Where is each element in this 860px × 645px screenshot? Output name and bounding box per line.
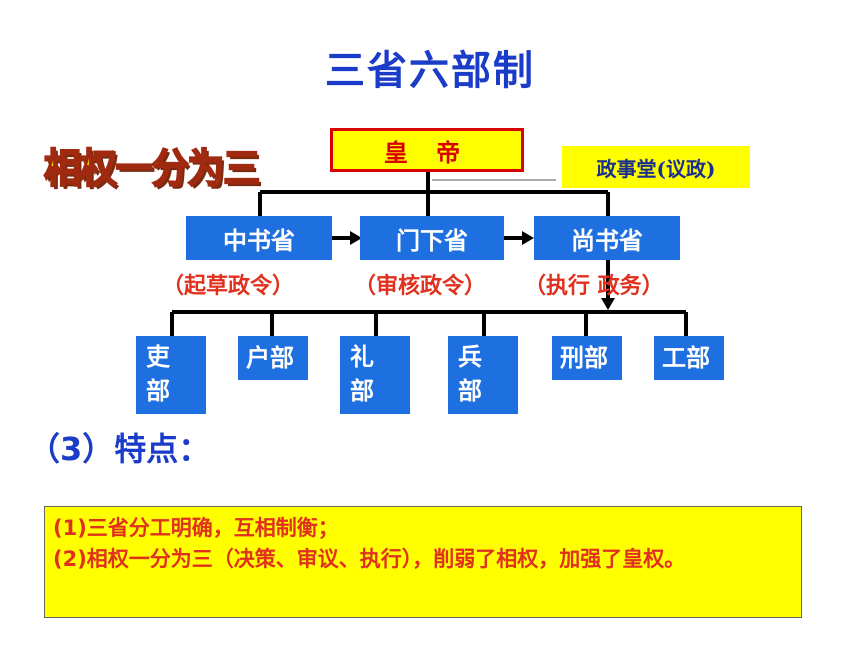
ministry-label-line1: 工部 bbox=[662, 344, 710, 372]
ministry-xing: 刑部 bbox=[552, 336, 622, 380]
ministry-label-line1: 礼 bbox=[350, 343, 374, 371]
note-line: (1)三省分工明确，互相制衡； bbox=[53, 516, 339, 540]
ministry-label-line2: 部 bbox=[350, 377, 374, 405]
ministry-label-line1: 户部 bbox=[246, 344, 294, 372]
department-shangshu: 尚书省 bbox=[534, 216, 680, 260]
ministry-label-line1: 吏 bbox=[146, 343, 170, 371]
ministry-label-line2: 部 bbox=[458, 377, 482, 405]
feature-heading: （3）特点： bbox=[28, 430, 211, 468]
ministry-bing: 兵 部 bbox=[448, 336, 518, 414]
ministry-label-line1: 兵 bbox=[458, 343, 482, 371]
subtitle: 相权一分为三 bbox=[43, 145, 261, 193]
role-zhongshu: （起草政令） bbox=[162, 274, 295, 299]
role-menxia: （审核政令） bbox=[354, 274, 487, 299]
ministry-label-line1: 刑部 bbox=[560, 344, 608, 372]
council-box: 政事堂(议政) bbox=[562, 146, 750, 188]
notes-box: (1)三省分工明确，互相制衡； (2)相权一分为三（决策、审议、执行），削弱了相… bbox=[44, 506, 802, 618]
ministry-label-line2: 部 bbox=[146, 377, 170, 405]
department-zhongshu: 中书省 bbox=[186, 216, 332, 260]
department-menxia: 门下省 bbox=[360, 216, 504, 260]
emperor-box: 皇 帝 bbox=[330, 128, 524, 172]
ministry-gong: 工部 bbox=[654, 336, 724, 380]
role-shangshu: （执行 政务） bbox=[524, 274, 664, 299]
page-title: 三省六部制 bbox=[325, 48, 535, 94]
ministry-li-rites: 礼 部 bbox=[340, 336, 410, 414]
ministry-hu: 户部 bbox=[238, 336, 308, 380]
note-line: (2)相权一分为三（决策、审议、执行），削弱了相权，加强了皇权。 bbox=[53, 547, 686, 571]
ministry-li-personnel: 吏 部 bbox=[136, 336, 206, 414]
